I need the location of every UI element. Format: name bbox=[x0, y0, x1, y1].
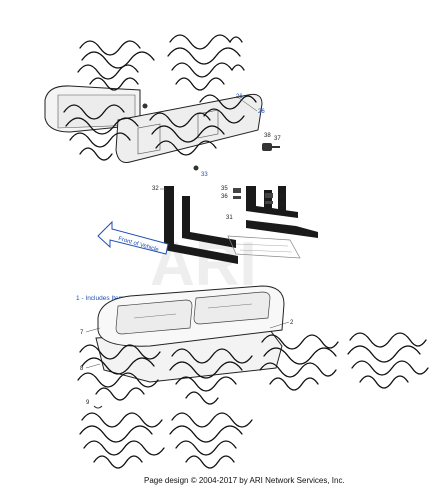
callout-2: 2 bbox=[290, 320, 294, 326]
callout-26-b: 26 bbox=[236, 94, 243, 100]
hatch-group-bottom bbox=[77, 332, 429, 469]
bracket-31 bbox=[246, 220, 318, 238]
seat-cushion bbox=[95, 285, 285, 383]
callout-8: 8 bbox=[80, 366, 84, 372]
callout-33: 33 bbox=[201, 172, 208, 178]
callout-37: 37 bbox=[274, 136, 281, 142]
callout-26-a: 26 bbox=[258, 109, 265, 115]
copyright-notice: Page design © 2004-2017 by ARI Network S… bbox=[144, 476, 345, 485]
callout-7: 7 bbox=[80, 330, 84, 336]
bottom-callouts: 2 7 8 9 bbox=[80, 320, 294, 409]
middle-callouts: 32 35 36 35 36 31 bbox=[152, 186, 285, 221]
callout-38: 38 bbox=[264, 133, 271, 139]
seat-brackets bbox=[164, 186, 318, 264]
bracket-32 bbox=[164, 186, 238, 264]
knob-38 bbox=[262, 143, 272, 151]
callout-32: 32 bbox=[152, 186, 159, 192]
callout-35-b: 35 bbox=[278, 194, 285, 200]
hatch-group-top bbox=[63, 34, 257, 161]
includes-note: 1 - Includes Items 2 - 9 bbox=[76, 295, 142, 302]
callout-36-a: 36 bbox=[221, 194, 228, 200]
seat-back-cushion bbox=[44, 85, 280, 171]
callout-36-b: 36 bbox=[278, 202, 285, 208]
callout-9: 9 bbox=[86, 400, 90, 406]
callout-35-a: 35 bbox=[221, 186, 228, 192]
top-callouts: 26 26 38 37 33 bbox=[201, 94, 281, 178]
callout-31: 31 bbox=[226, 215, 233, 221]
